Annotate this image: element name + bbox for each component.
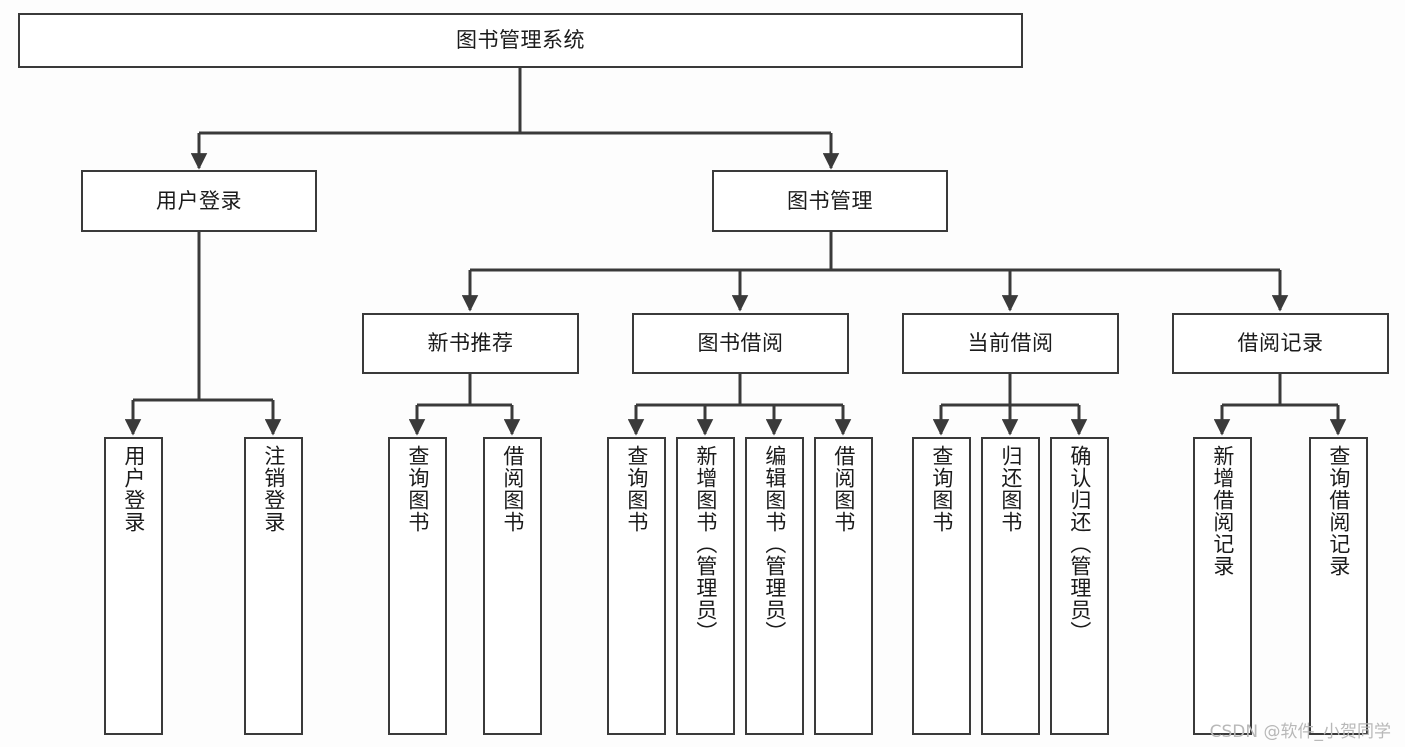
node-current-borrow-label: 当前借阅 xyxy=(967,331,1054,356)
node-leaf-query-book-2[interactable]: 查询图书 xyxy=(607,437,666,735)
node-leaf-borrow-book-2-label: 借阅图书 xyxy=(831,445,856,533)
node-root-label: 图书管理系统 xyxy=(456,28,585,53)
node-new-book-recommend[interactable]: 新书推荐 xyxy=(362,313,579,374)
node-leaf-logout-login[interactable]: 注销登录 xyxy=(244,437,303,735)
node-leaf-return-book[interactable]: 归还图书 xyxy=(981,437,1040,735)
node-current-borrow[interactable]: 当前借阅 xyxy=(902,313,1119,374)
node-leaf-query-record[interactable]: 查询借阅记录 xyxy=(1309,437,1368,735)
node-book-borrow-label: 图书借阅 xyxy=(697,331,784,356)
node-leaf-confirm-return-label: 确认归还（管理员） xyxy=(1067,445,1092,643)
node-book-borrow[interactable]: 图书借阅 xyxy=(632,313,849,374)
node-leaf-query-book-2-label: 查询图书 xyxy=(624,445,649,533)
node-leaf-user-login[interactable]: 用户登录 xyxy=(104,437,163,735)
node-leaf-query-book-1[interactable]: 查询图书 xyxy=(388,437,447,735)
node-leaf-borrow-book-1-label: 借阅图书 xyxy=(500,445,525,533)
node-leaf-borrow-book-2[interactable]: 借阅图书 xyxy=(814,437,873,735)
node-user-login-label: 用户登录 xyxy=(156,188,242,213)
node-leaf-query-record-label: 查询借阅记录 xyxy=(1326,445,1351,577)
node-leaf-query-book-3-label: 查询图书 xyxy=(929,445,954,533)
node-borrow-record-label: 借阅记录 xyxy=(1237,331,1324,356)
node-leaf-edit-book-label: 编辑图书（管理员） xyxy=(762,445,787,643)
node-leaf-confirm-return[interactable]: 确认归还（管理员） xyxy=(1050,437,1109,735)
node-leaf-logout-login-label: 注销登录 xyxy=(261,445,286,533)
node-leaf-add-record-label: 新增借阅记录 xyxy=(1210,445,1235,577)
node-leaf-user-login-label: 用户登录 xyxy=(121,445,146,533)
node-leaf-borrow-book-1[interactable]: 借阅图书 xyxy=(483,437,542,735)
node-leaf-query-book-1-label: 查询图书 xyxy=(405,445,430,533)
node-new-book-recommend-label: 新书推荐 xyxy=(427,331,514,356)
node-book-management[interactable]: 图书管理 xyxy=(712,170,948,232)
node-leaf-add-record[interactable]: 新增借阅记录 xyxy=(1193,437,1252,735)
node-user-login[interactable]: 用户登录 xyxy=(81,170,317,232)
node-leaf-add-book[interactable]: 新增图书（管理员） xyxy=(676,437,735,735)
node-root[interactable]: 图书管理系统 xyxy=(18,13,1023,68)
node-leaf-return-book-label: 归还图书 xyxy=(998,445,1023,533)
node-leaf-query-book-3[interactable]: 查询图书 xyxy=(912,437,971,735)
node-borrow-record[interactable]: 借阅记录 xyxy=(1172,313,1389,374)
node-leaf-edit-book[interactable]: 编辑图书（管理员） xyxy=(745,437,804,735)
node-book-management-label: 图书管理 xyxy=(787,188,873,213)
node-leaf-add-book-label: 新增图书（管理员） xyxy=(693,445,718,643)
